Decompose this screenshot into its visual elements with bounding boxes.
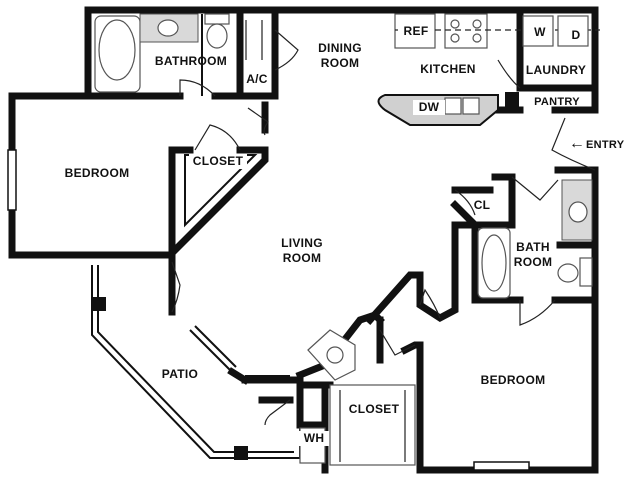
room-label-bathroom-top: BATHROOM <box>154 54 228 68</box>
room-label-cl: CL <box>473 198 491 212</box>
door-swings <box>171 29 596 426</box>
entry-arrow-icon: ← <box>568 135 586 152</box>
room-label-dining: DINING ROOM <box>318 41 362 70</box>
window-left <box>7 149 530 471</box>
appliance-label-wh: WH <box>299 431 329 446</box>
room-label-kitchen: KITCHEN <box>420 62 476 76</box>
right-bath-fixtures <box>477 179 593 299</box>
room-label-pantry: PANTRY <box>534 96 580 108</box>
room-label-entry: ENTRY <box>586 139 625 151</box>
appliance-label-ref: REF <box>398 24 434 39</box>
appliance-label-washer: W <box>529 25 551 40</box>
kitchen-fixtures <box>377 13 600 126</box>
room-label-closet-left: CLOSET <box>189 154 247 169</box>
room-label-bedroom-right: BEDROOM <box>480 373 546 387</box>
patio-outline <box>91 265 301 460</box>
room-label-bedroom-left: BEDROOM <box>64 166 130 180</box>
ac-closet <box>245 20 263 60</box>
room-label-laundry: LAUNDRY <box>525 63 587 77</box>
room-label-closet-bottom: CLOSET <box>348 402 400 416</box>
top-bath-fixtures <box>94 13 230 96</box>
appliance-label-dw: DW <box>413 100 445 115</box>
room-label-ac: A/C <box>246 72 268 86</box>
room-label-patio: PATIO <box>161 367 199 381</box>
room-label-living: LIVING ROOM <box>281 236 323 265</box>
appliance-label-dryer: D <box>565 28 587 43</box>
interior-walls <box>84 11 599 474</box>
room-label-bath-room: BATH ROOM <box>513 240 553 269</box>
